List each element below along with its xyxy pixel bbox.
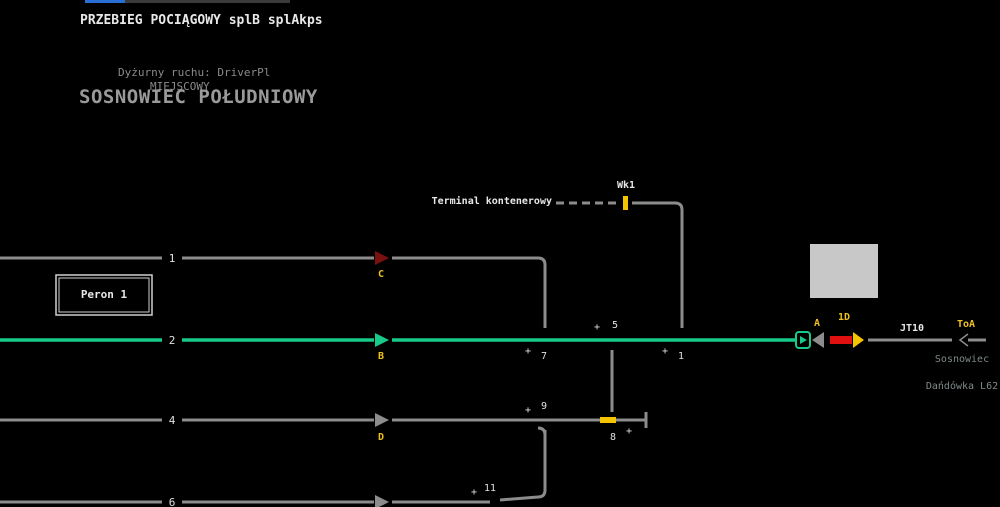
signal-toa-label: ToA [957, 319, 975, 330]
switch-8-marker: + [626, 426, 632, 437]
place-dandowka: Dańdówka L62 [926, 380, 998, 392]
wk1-label: Wk1 [617, 180, 635, 191]
info-panel[interactable] [810, 244, 878, 298]
place-sosnowiec: Sosnowiec [935, 354, 989, 365]
switch-9-marker: + [525, 405, 531, 416]
switch-5-marker: + [594, 322, 600, 333]
top-tab[interactable] [85, 0, 290, 3]
signal-b-icon[interactable] [375, 333, 389, 347]
switch-8-indicator [600, 417, 616, 423]
signal-c-icon[interactable] [375, 251, 389, 265]
station-name: SOSNOWIEC POŁUDNIOWY [79, 86, 318, 108]
switch-7-marker: + [525, 346, 531, 357]
switch-1-label[interactable]: 1 [678, 351, 684, 362]
terminal-label: Terminal kontenerowy [432, 195, 552, 207]
route-title: PRZEBIEG POCIĄGOWY splB splAkps [80, 13, 323, 28]
signal-a-label: A [814, 318, 820, 329]
switch-11-marker: + [471, 487, 477, 498]
switch-9-label[interactable]: 9 [541, 401, 547, 412]
track-jt10-label: JT10 [900, 323, 924, 334]
switch-11-label[interactable]: 11 [484, 483, 496, 494]
signal-1d[interactable] [830, 332, 864, 348]
track-6[interactable] [0, 495, 539, 504]
signal-a[interactable] [795, 331, 824, 349]
platform-label: Peron 1 [81, 288, 128, 301]
signal-c-label: C [378, 269, 384, 280]
signal-d-label: D [378, 432, 384, 443]
signal-d-icon[interactable] [375, 413, 389, 427]
switch-7-label[interactable]: 7 [541, 351, 547, 362]
wk1-indicator [623, 196, 628, 210]
switch-1-marker: + [662, 346, 668, 357]
track-6-label: 6 [169, 496, 176, 507]
terminal-track[interactable] [556, 196, 628, 210]
mode-label: MIEJSCOWY [150, 80, 210, 93]
platform-peron-1: Peron 1 [55, 274, 153, 316]
dispatcher-label: Dyżurny ruchu: DriverPl [118, 66, 271, 79]
switch-5-label[interactable]: 5 [612, 320, 618, 331]
signal-1d-label: 1D [838, 312, 850, 323]
signal-a-arrow-icon [800, 336, 807, 344]
track-1-label: 1 [169, 252, 176, 265]
signal-track-6-icon[interactable] [375, 495, 389, 507]
track-1[interactable] [0, 256, 547, 328]
track-2-label: 2 [169, 334, 176, 347]
active-tab-indicator [85, 0, 125, 3]
switch-8-label[interactable]: 8 [610, 432, 616, 443]
signal-1d-arrow-icon [853, 332, 864, 348]
track-4[interactable] [0, 412, 648, 436]
signal-a-back-icon [812, 332, 824, 348]
connector-tracks[interactable] [537, 201, 684, 499]
signal-toa[interactable] [958, 333, 986, 347]
signal-b-label: B [378, 351, 384, 362]
track-4-label: 4 [169, 414, 176, 427]
signal-toa-icon [958, 333, 969, 347]
